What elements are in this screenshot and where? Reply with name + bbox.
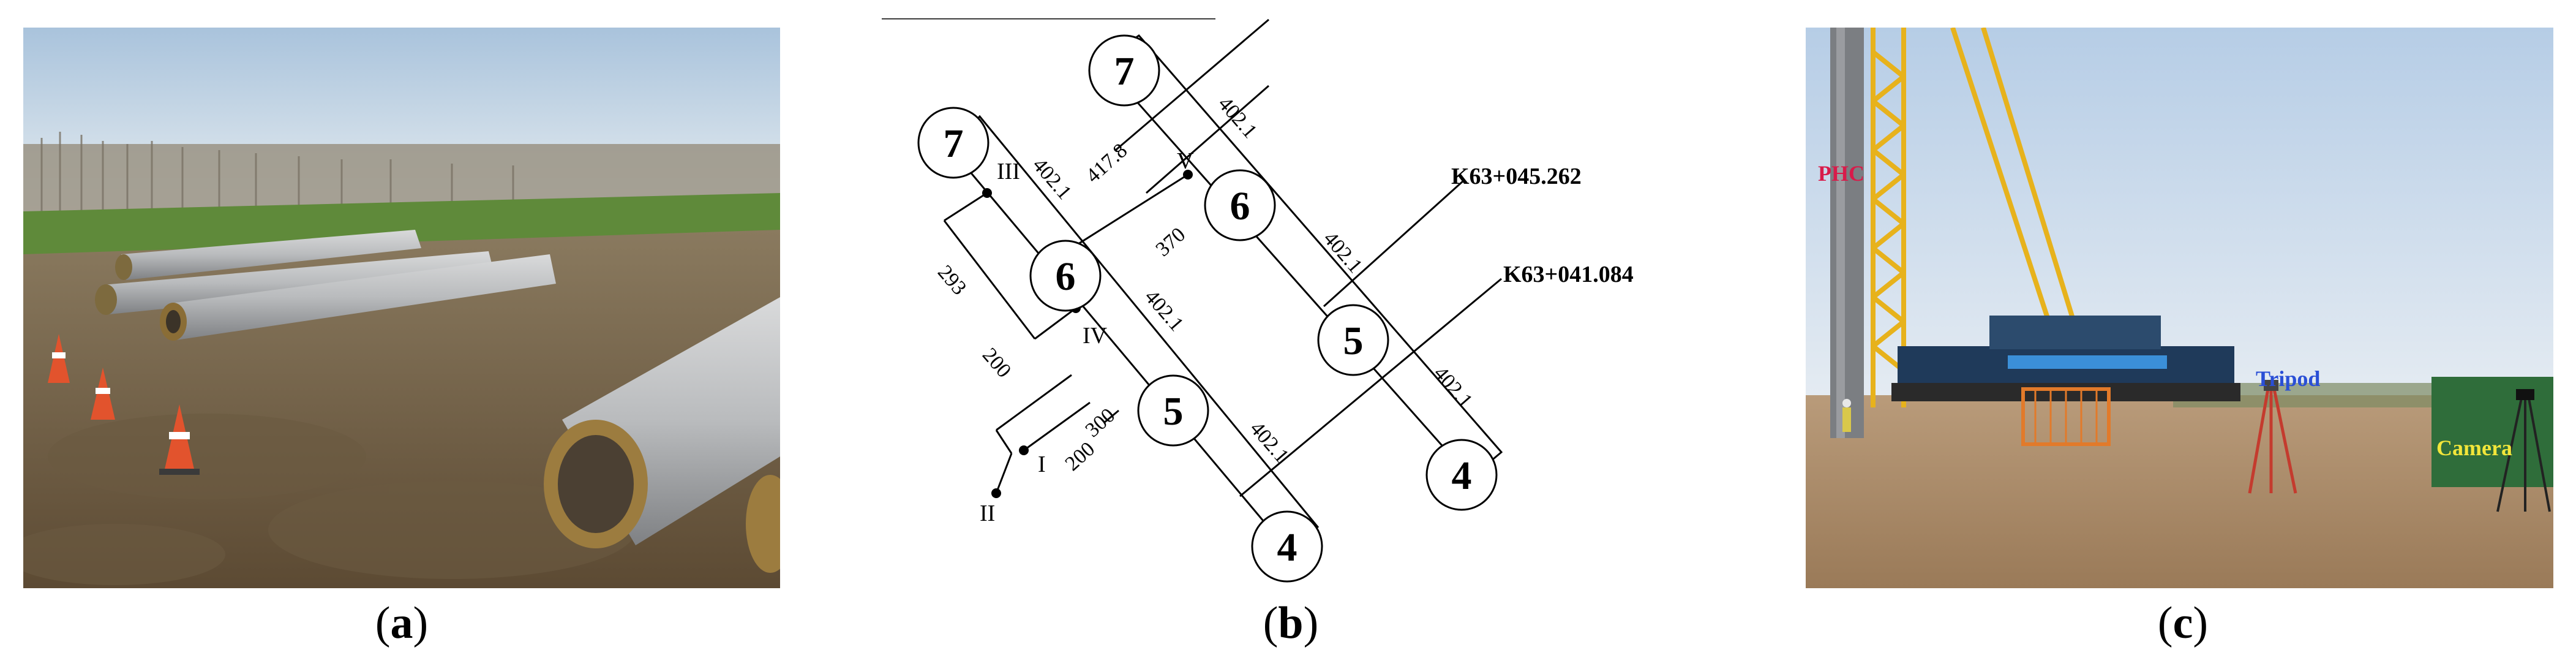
point-III [982, 188, 992, 198]
dim-293: 293 [933, 261, 971, 300]
dim-200-lower: 200 [1061, 437, 1100, 475]
dim-200-upper: 200 [978, 344, 1015, 382]
pile-label-4-upper: 4 [1452, 453, 1472, 498]
dim-lower-6-5: 402.1 [1140, 286, 1188, 336]
pile-5-upper [1317, 304, 1389, 376]
pile-layout-diagram: 7 7 6 6 5 5 4 4 III V IV I II 402.1 402.… [882, 18, 1634, 583]
pile-label-7-upper: 7 [1114, 49, 1135, 94]
pile-6-lower [1029, 240, 1102, 312]
pile-label-4-lower: 4 [1277, 525, 1297, 570]
point-V [1183, 170, 1193, 180]
pile-label-6-upper: 6 [1230, 184, 1250, 229]
point-I [1019, 445, 1029, 455]
pile-6-upper [1204, 169, 1276, 241]
pile-7-upper [1088, 34, 1160, 107]
caption-b: (b) [1263, 598, 1319, 648]
station-upper: K63+045.262 [1451, 164, 1582, 189]
label-phc: PHC [1818, 161, 1864, 186]
point-label-I: I [1038, 452, 1046, 477]
dim-lower-7-6: 402.1 [1028, 154, 1076, 204]
pile-4-upper [1425, 439, 1498, 511]
caption-b-letter: b [1278, 598, 1304, 648]
label-camera: Camera [2436, 436, 2512, 460]
point-label-IV: IV [1083, 323, 1108, 349]
label-tripod: Tripod [2256, 366, 2320, 391]
pile-5-lower [1137, 374, 1209, 447]
pile-driver-scene: PHC Tripod Camera [1806, 28, 2553, 588]
dim-upper-7-6: 402.1 [1214, 93, 1261, 143]
point-label-III: III [997, 159, 1020, 184]
dim-lower-5-4: 402.1 [1245, 417, 1293, 467]
point-label-II: II [980, 501, 995, 526]
caption-a-letter: a [390, 598, 413, 648]
pile-label-7-lower: 7 [944, 121, 964, 166]
pile-label-5-upper: 5 [1343, 319, 1364, 363]
point-label-V: V [1177, 148, 1194, 174]
pipe-piles-scene [23, 28, 780, 588]
photo-pipe-piles [23, 28, 780, 588]
caption-c: (c) [2157, 598, 2209, 648]
pile-label-5-lower: 5 [1163, 389, 1184, 434]
dim-370: 370 [1152, 223, 1190, 261]
pile-7-lower [917, 107, 989, 179]
photo-pile-driver-site: PHC Tripod Camera [1806, 28, 2553, 588]
caption-c-letter: c [2172, 598, 2193, 648]
caption-a: (a) [375, 598, 429, 648]
dim-300: 300 [1081, 404, 1120, 442]
pile-4-lower [1251, 510, 1323, 583]
dim-upper-5-4: 402.1 [1429, 362, 1477, 412]
pile-label-6-lower: 6 [1056, 254, 1076, 299]
dim-417-8: 417.8 [1082, 139, 1132, 187]
station-lower: K63+041.084 [1503, 262, 1634, 287]
